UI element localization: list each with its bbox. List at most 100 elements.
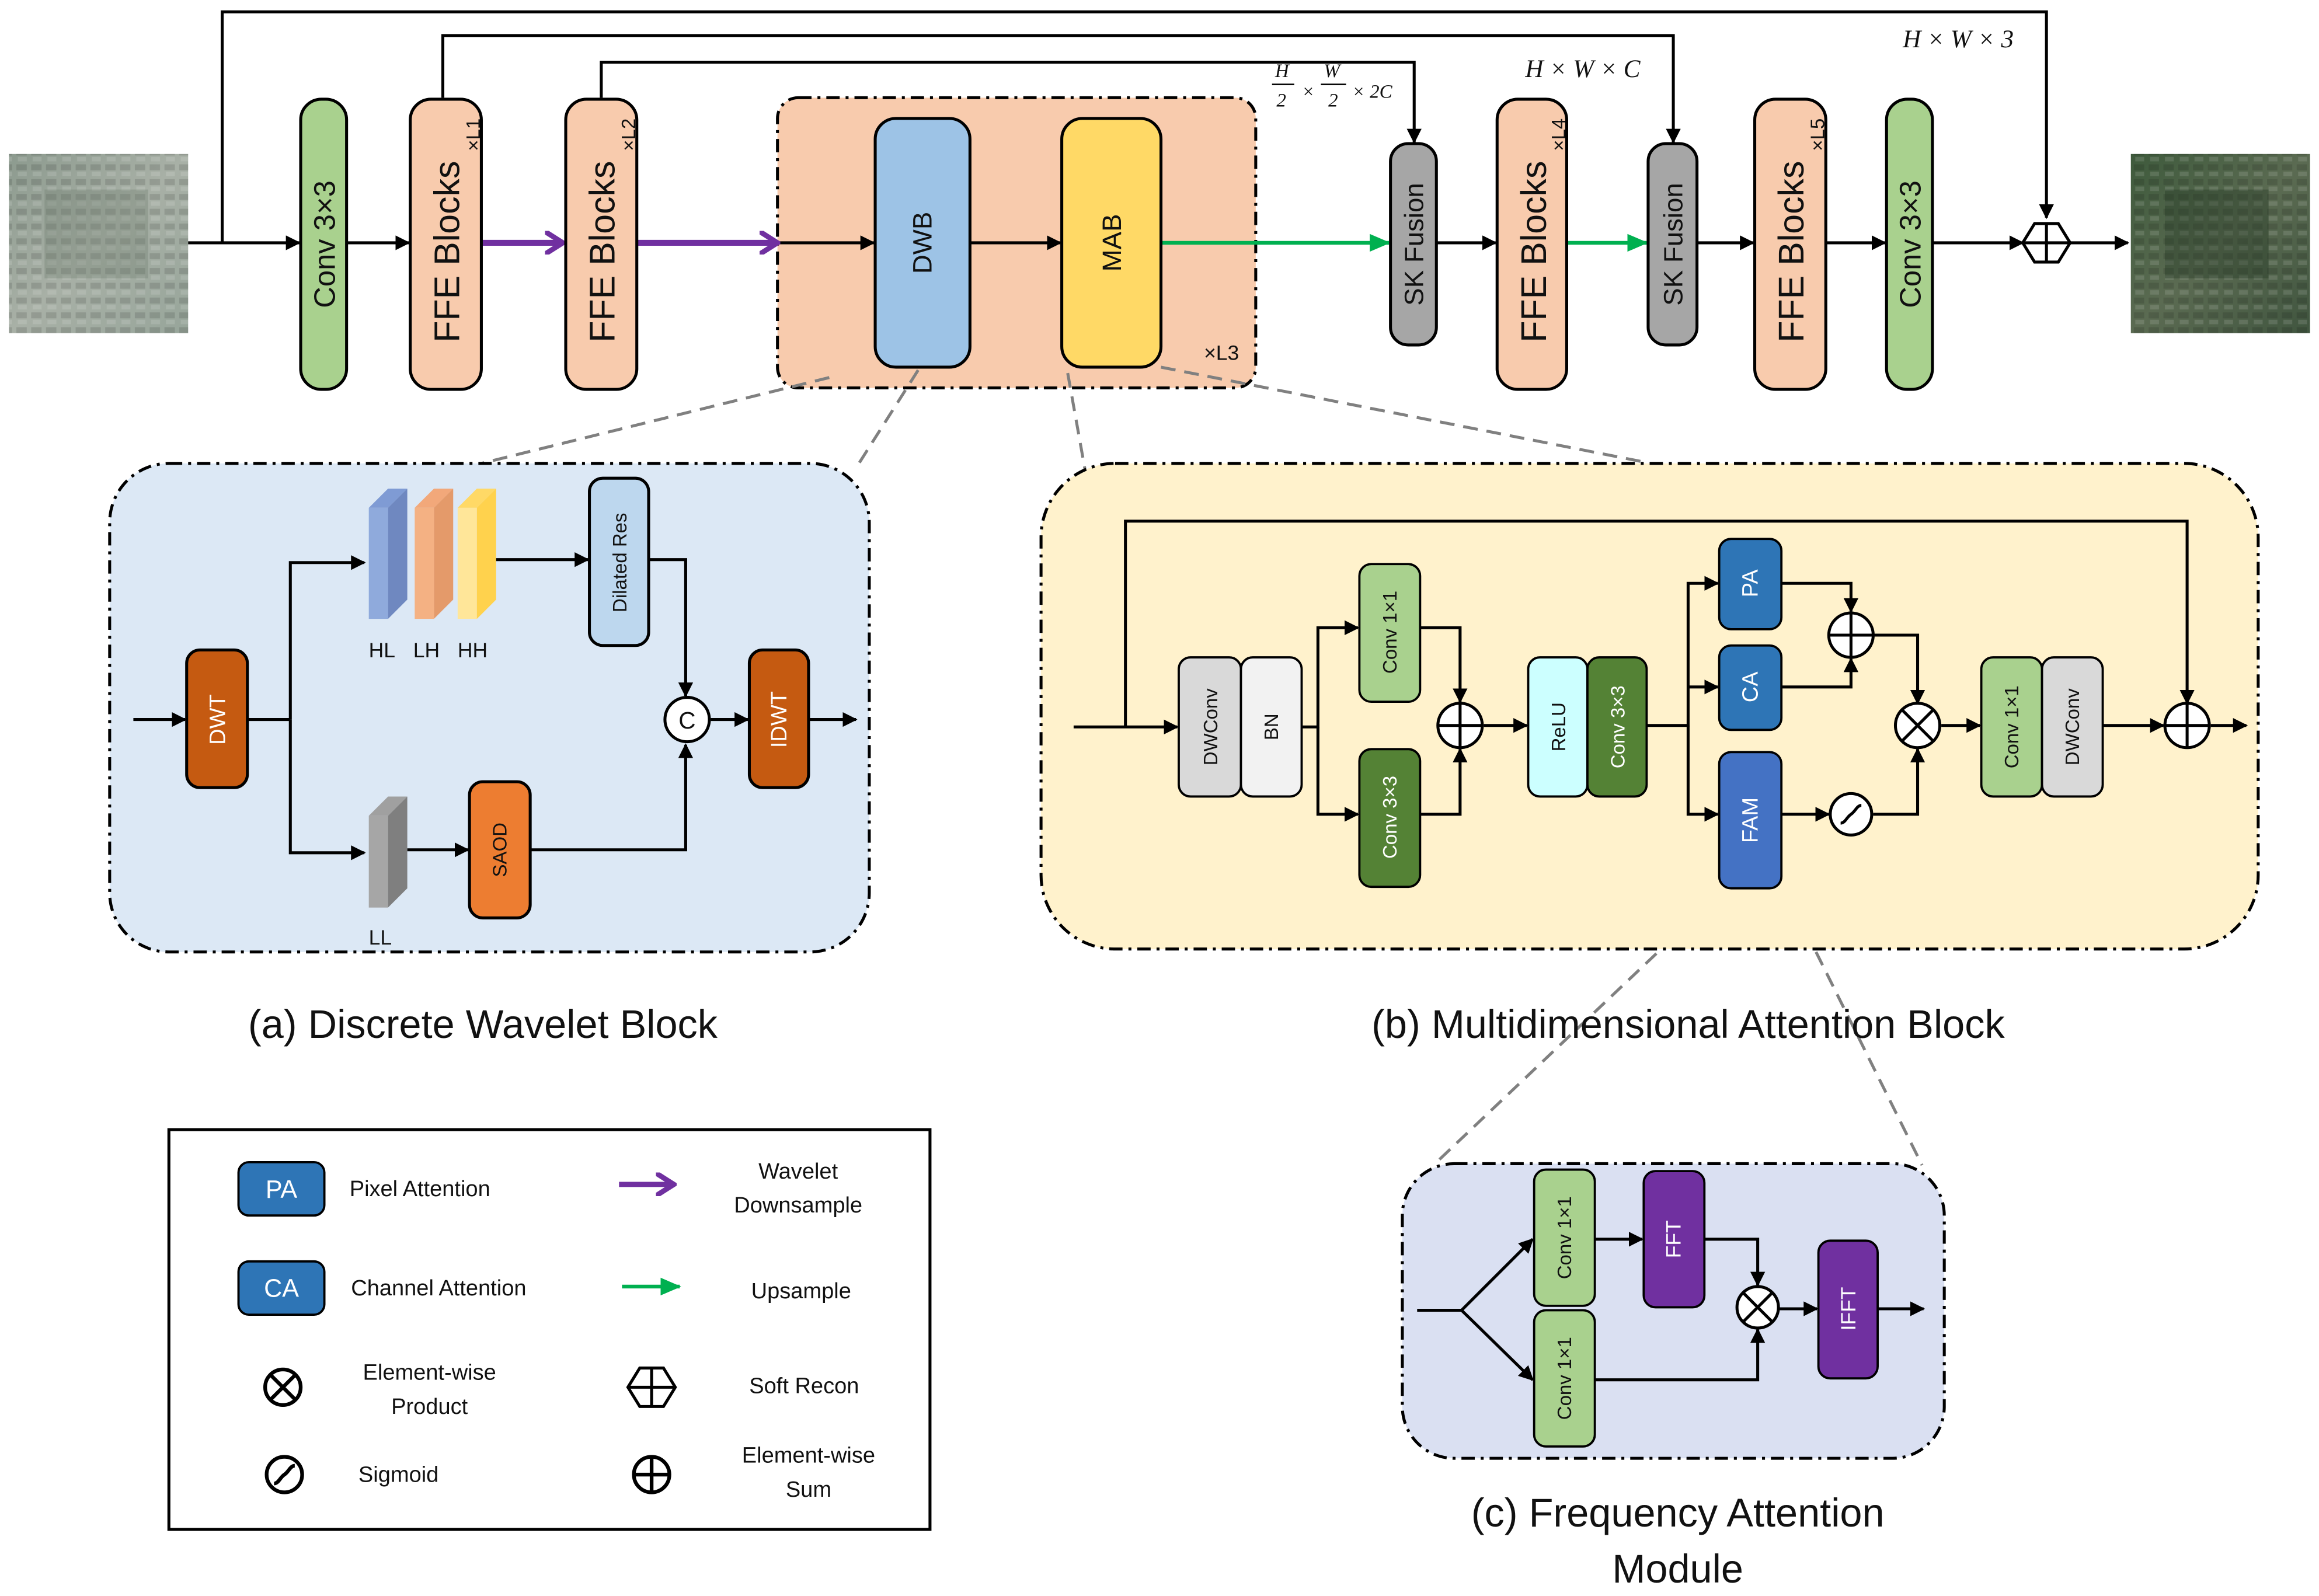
ffe-l4-label: FFE Blocks <box>1514 161 1554 343</box>
svg-text:H: H <box>1275 61 1290 82</box>
legend-upsample: Upsample <box>751 1279 851 1304</box>
mab-conv1x1-block: Conv 1×1 <box>1358 563 1422 703</box>
ffe-l2-label: FFE Blocks <box>583 161 622 343</box>
ll-label: LL <box>369 926 392 949</box>
fam-panel-title-line2: Module <box>1612 1546 1743 1591</box>
legend-wavelet-line2: Downsample <box>734 1193 862 1218</box>
dwb-label: DWB <box>907 212 937 274</box>
zoom-line-mab-right <box>1161 365 1644 464</box>
mab-ca-label: CA <box>1739 671 1763 702</box>
mab-relu-block: ReLU <box>1527 656 1589 798</box>
zoom-line-dwb-left <box>480 376 830 465</box>
dwb-arrow-low <box>288 719 366 860</box>
mab-conv1x1-out-block: Conv 1×1 <box>1980 656 2043 798</box>
mab-panel-title: (b) Multidimensional Attention Block <box>1371 1002 2005 1047</box>
mab-bn-label: BN <box>1261 713 1282 740</box>
mab-sum-node-2 <box>1827 611 1875 659</box>
fam-branch-down <box>1460 1309 1534 1381</box>
dim-label-half: H 2 × W 2 × 2C <box>1272 61 1393 111</box>
mab-sigmoid-node <box>1829 792 1874 837</box>
sigmoid-icon <box>264 1455 304 1494</box>
skip-ffe2-sk1 <box>600 60 1422 144</box>
ffe-l2-sub: ×L2 <box>618 119 639 151</box>
skip-ffe1-sk2 <box>441 34 1681 144</box>
fam-conv1x1-top-label: Conv 1×1 <box>1554 1196 1575 1279</box>
mab-conv3-to-sum <box>1420 747 1468 816</box>
hl-label: HL <box>369 639 395 662</box>
subband-lh <box>415 488 454 619</box>
fam-branch-up <box>1460 1238 1534 1312</box>
repeat-l3-label: ×L3 <box>1204 341 1239 364</box>
dwb-panel-title: (a) Discrete Wavelet Block <box>248 1002 718 1047</box>
product-icon <box>263 1367 303 1407</box>
mab-block: MAB <box>1060 117 1163 369</box>
mab-sigmoid-to-product <box>1873 747 1925 816</box>
mab-dwconv-out-label: DWConv <box>2062 688 2083 765</box>
legend-ca-desc: Channel Attention <box>351 1276 526 1301</box>
ffe-block-l4: FFE Blocks ×L4 <box>1495 97 1569 391</box>
mab-branch-pa <box>1646 576 1719 727</box>
fam-conv2-to-product <box>1594 1327 1766 1382</box>
skip-global <box>221 10 2054 243</box>
ffe-block-l1: FFE Blocks ×L1 <box>409 97 484 391</box>
svg-text:×: × <box>1301 81 1314 102</box>
mab-residual <box>1124 520 2195 727</box>
fam-fft-block: FFT <box>1642 1170 1706 1309</box>
svg-text:2: 2 <box>1328 90 1338 111</box>
mab-pa-block: PA <box>1718 538 1783 630</box>
mab-pa-label: PA <box>1739 569 1763 598</box>
dwt-block: DWT <box>185 648 249 789</box>
fam-conv1x1-bottom-label: Conv 1×1 <box>1554 1337 1575 1420</box>
fam-conv1x1-top-block: Conv 1×1 <box>1533 1168 1596 1307</box>
mab-dwconv-out-block: DWConv <box>2041 656 2104 798</box>
dilated-res-block: Dilated Res <box>588 476 650 647</box>
legend-sum-line1: Element-wise <box>742 1444 875 1468</box>
mab-conv1-to-sum <box>1420 626 1468 703</box>
fam-panel-title-line1: (c) Frequency Attention <box>1471 1490 1885 1535</box>
mab-sum-to-product <box>1873 633 1925 705</box>
dwb-arrow-high <box>288 555 366 720</box>
conv-in-block: Conv 3×3 <box>299 97 349 391</box>
mab-ca-to-sum <box>1781 657 1859 689</box>
conv-out-label: Conv 3×3 <box>1894 180 1927 308</box>
ffe-l1-sub: ×L1 <box>462 119 484 151</box>
concat-node: C <box>663 696 711 744</box>
mab-pa-to-sum <box>1781 581 1859 613</box>
fam-ifft-block: IFFT <box>1817 1239 1879 1380</box>
subband-hl <box>368 488 408 619</box>
idwt-label: IDWT <box>767 691 792 748</box>
ffe-l5-sub: ×L5 <box>1807 119 1829 151</box>
legend-ca-swatch: CA <box>237 1260 326 1316</box>
soft-recon-icon <box>2021 222 2072 264</box>
mab-sum-node-out <box>2163 702 2211 750</box>
mab-bn-branch-top <box>1301 620 1360 729</box>
conv-in-label: Conv 3×3 <box>308 180 341 308</box>
conv-out-block: Conv 3×3 <box>1885 97 1934 391</box>
mab-conv3x3-2-label: Conv 3×3 <box>1607 685 1628 768</box>
fam-fft-to-product <box>1704 1238 1766 1287</box>
svg-text:2: 2 <box>1276 90 1286 111</box>
mab-relu-label: ReLU <box>1548 702 1569 751</box>
hh-label: HH <box>458 639 488 662</box>
mab-conv1x1-label: Conv 1×1 <box>1379 591 1401 674</box>
mab-fam-block: FAM <box>1718 751 1783 890</box>
legend-wavelet-line1: Wavelet <box>758 1159 838 1184</box>
ffe-block-l5: FFE Blocks ×L5 <box>1753 97 1829 391</box>
idwt-block: IDWT <box>747 648 810 789</box>
sk-fusion-block-2: SK Fusion <box>1646 142 1699 347</box>
legend-pa-box-label: PA <box>266 1176 298 1204</box>
mab-conv3x3-block-2: Conv 3×3 <box>1586 656 1648 798</box>
mab-panel <box>1039 462 2260 951</box>
legend-sum-line2: Sum <box>786 1477 831 1502</box>
fam-conv1x1-bottom-block: Conv 1×1 <box>1533 1309 1596 1448</box>
legend-soft-recon: Soft Recon <box>749 1374 859 1399</box>
fam-fft-label: FFT <box>1662 1220 1686 1258</box>
mab-label: MAB <box>1097 214 1127 271</box>
subband-hh <box>457 488 496 619</box>
dwb-arrow-res-concat <box>649 558 694 698</box>
ffe-l1-label: FFE Blocks <box>427 161 466 343</box>
ffe-l5-label: FFE Blocks <box>1771 161 1811 343</box>
legend-pa-desc: Pixel Attention <box>350 1177 490 1201</box>
dim-label-out: H × W × 3 <box>1902 26 2014 53</box>
